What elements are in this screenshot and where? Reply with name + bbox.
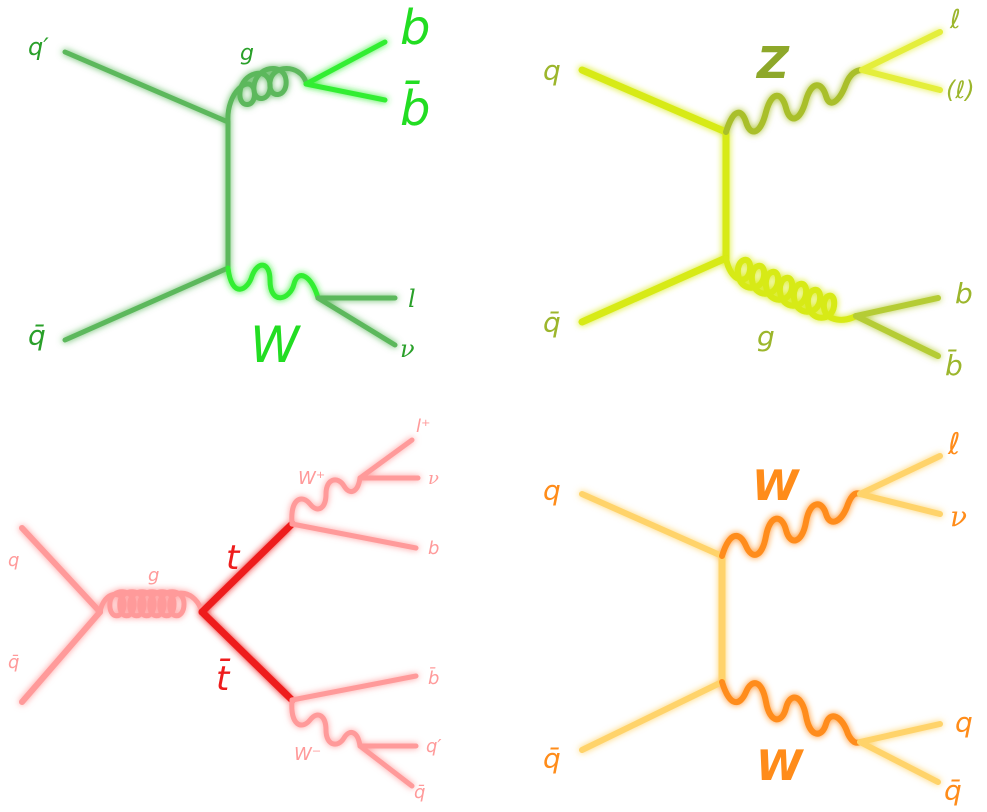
panel-ttbar (19, 437, 421, 789)
ww-label-lepton: ℓ (947, 427, 960, 462)
ttbar-wminus-line (289, 697, 363, 749)
ttbar-label-wminus: W⁻ (294, 744, 321, 765)
ttbar-label-b: b (428, 538, 439, 559)
ttbar-label-nu: ν (428, 468, 439, 489)
zbb-quark-in-bottom (578, 254, 730, 326)
ttbar-gluon-line (97, 589, 205, 619)
ww-w-top-line (719, 490, 863, 559)
wbb-b-line (303, 39, 388, 87)
panel-wbb (62, 39, 398, 348)
wbb-label-gluon: g (240, 41, 254, 66)
ww-label-q: q (543, 474, 561, 507)
ttbar-wplus-line (289, 475, 363, 527)
ttbar-antiquark-in (19, 609, 103, 705)
ttbar-top-line (198, 520, 296, 616)
ww-neutrino-line (857, 491, 943, 517)
ttbar-label-top: t (226, 538, 241, 578)
wbb-label-bbar: b̄ (400, 80, 430, 137)
ww-label-q-out: q (955, 706, 973, 739)
zbb-bbar-line (853, 313, 941, 359)
ww-label-neutrino: ν (950, 500, 967, 533)
wbb-label-neutrino: ν (400, 335, 415, 363)
zbb-label-z: Z (755, 38, 790, 89)
ww-qbar-out-line (857, 739, 941, 785)
ww-quark-in-bottom (579, 679, 725, 753)
zbb-label-lepton-paren: (ℓ) (946, 76, 975, 104)
ttbar-qbar-out-line (357, 743, 415, 789)
ttbar-label-wplus: W⁺ (298, 468, 325, 489)
ttbar-lplus-line (357, 437, 415, 481)
wbb-label-qbar: q̄ (28, 319, 46, 352)
ww-lepton-line (857, 453, 943, 497)
zbb-b-line (853, 295, 941, 319)
wbb-quark-in-bottom (62, 265, 231, 343)
zbb-quark-in-top (578, 66, 730, 136)
ww-label-w-bottom: W (756, 741, 805, 790)
ttbar-bbar-line (289, 673, 419, 703)
zbb-gluon-line (723, 255, 859, 323)
ttbar-topbar-line (198, 608, 296, 704)
ttbar-quark-in (19, 525, 103, 615)
ww-w-bottom-line (719, 679, 863, 746)
ttbar-b-line (289, 521, 419, 551)
zbb-z-line (723, 67, 865, 135)
ttbar-label-bbar: b̄ (428, 667, 439, 689)
ttbar-label-qbar-out: q̄ (414, 782, 425, 803)
panel-zbb (578, 29, 943, 359)
ww-label-w-top: W (752, 461, 801, 510)
wbb-w-line (225, 262, 321, 301)
ttbar-label-qbar: q̄ (8, 652, 19, 673)
ww-label-qbar-out: q̄ (944, 774, 962, 807)
wbb-gluon-line (225, 66, 309, 125)
panel-ww (579, 453, 943, 785)
wbb-quark-in-top (62, 49, 231, 125)
wbb-bbar-line (303, 81, 388, 103)
zbb-lepton2-line (859, 67, 943, 93)
zbb-label-gluon: g (757, 320, 775, 353)
zbb-label-lepton: ℓ (949, 5, 961, 35)
zbb-lepton-line (859, 29, 943, 73)
ttbar-label-q: q (8, 550, 19, 571)
wbb-label-qprime: q′ (28, 33, 49, 61)
ttbar-label-lplus: l⁺ (416, 416, 431, 437)
zbb-label-b: b (955, 277, 973, 310)
wbb-label-w: W (250, 316, 301, 374)
wbb-label-b: b (400, 0, 430, 56)
ttbar-label-gluon: g (148, 565, 159, 586)
zbb-label-qbar: q̄ (543, 306, 561, 339)
zbb-label-q: q (543, 54, 561, 87)
zbb-label-bbar: b̄ (945, 348, 963, 382)
ww-q-out-line (857, 721, 943, 745)
ww-quark-in-top (579, 491, 725, 559)
ttbar-label-topbar: t̄ (216, 658, 231, 699)
ww-label-qbar: q̄ (543, 742, 561, 775)
wbb-label-lepton: l (408, 285, 416, 313)
wbb-neutrino-line (315, 295, 398, 348)
ttbar-label-qprime: q′ (426, 736, 442, 757)
